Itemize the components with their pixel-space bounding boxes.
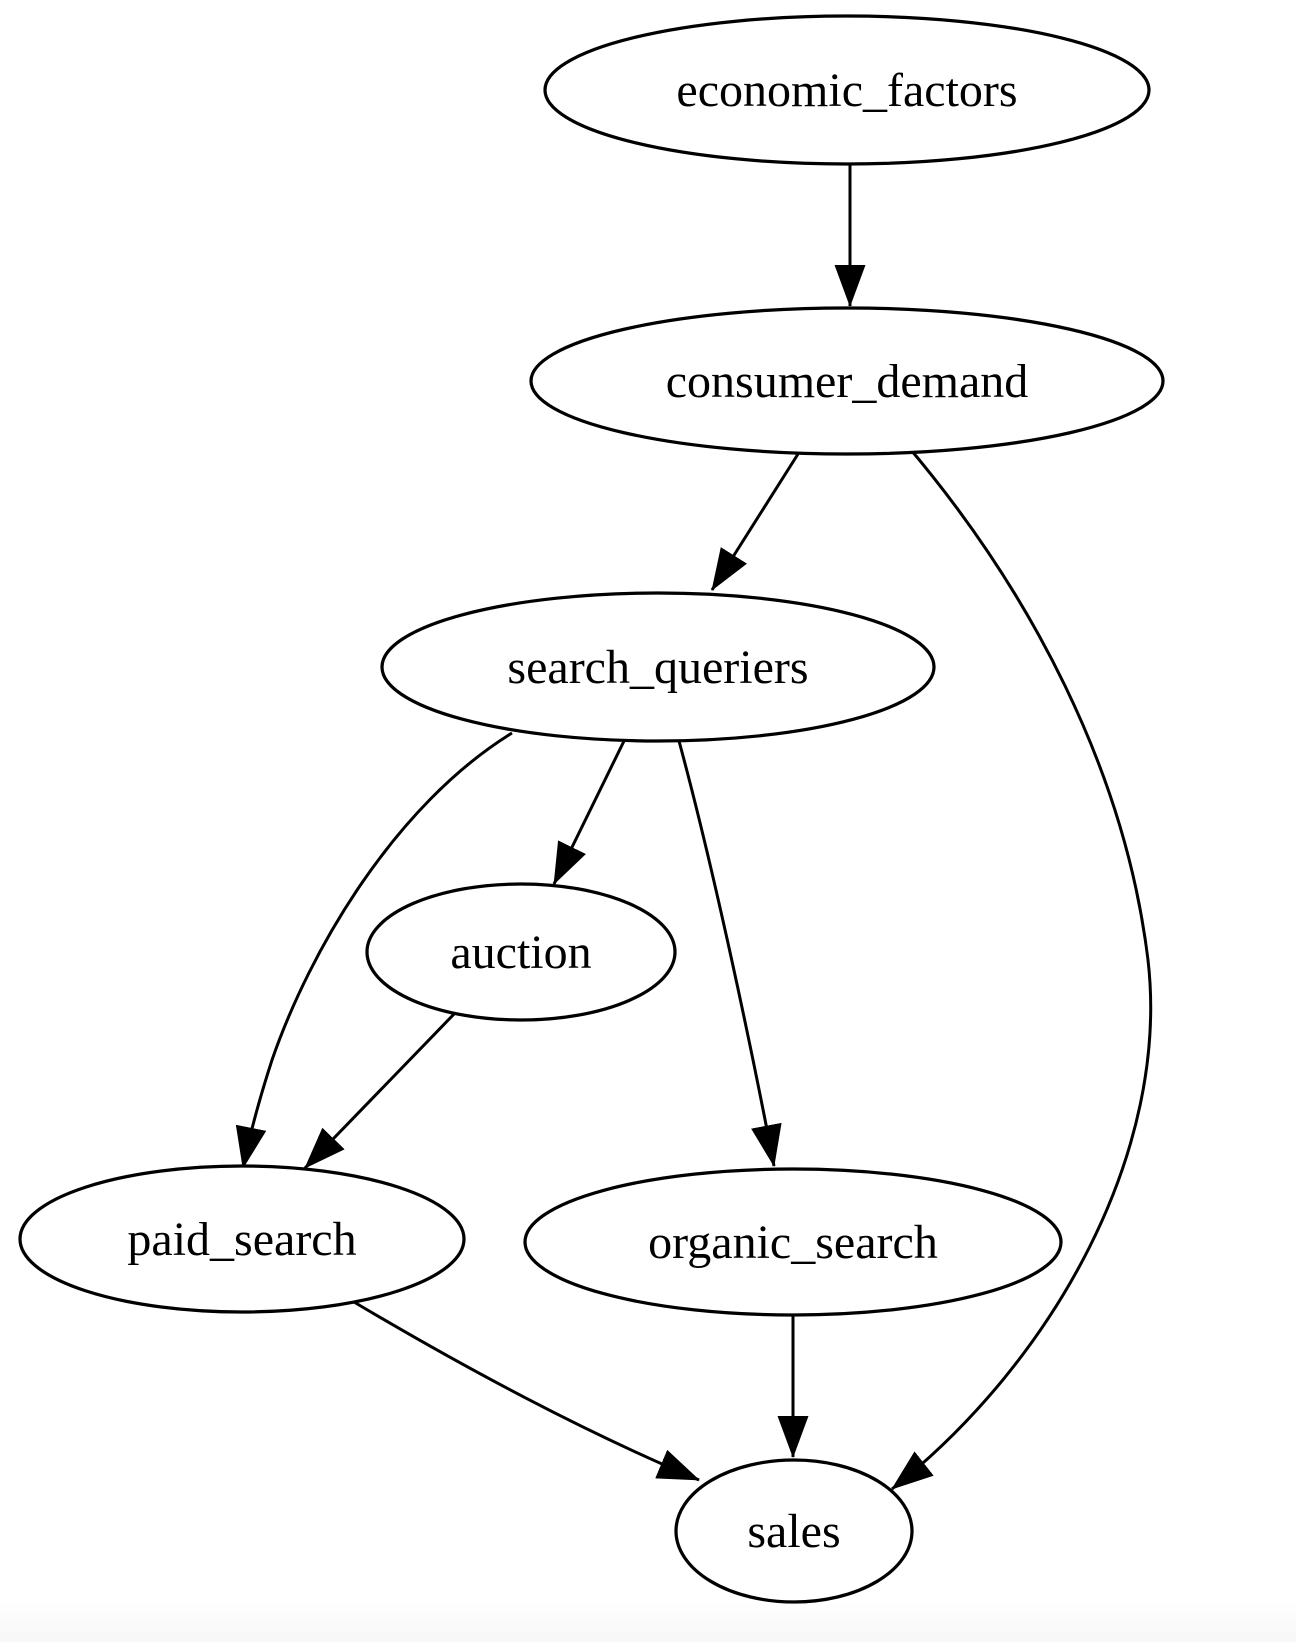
node-auction: auction [365, 882, 677, 1022]
edge-search-queriers-to-organic-search [677, 740, 782, 1167]
edge-consumer-demand-to-sales [891, 443, 1153, 1491]
node-search-queriers: search_queriers [380, 591, 936, 743]
edge-auction-to-paid-search [303, 1010, 458, 1170]
node-ellipse [529, 306, 1165, 456]
node-label: economic_factors [676, 64, 1017, 117]
node-label: auction [450, 926, 591, 979]
node-label: organic_search [648, 1216, 938, 1269]
node-paid-search: paid_search [18, 1164, 466, 1314]
node-sales: sales [674, 1458, 914, 1604]
node-ellipse [18, 1164, 466, 1314]
node-ellipse [543, 14, 1151, 166]
node-ellipse [523, 1167, 1063, 1317]
node-label: paid_search [127, 1213, 356, 1266]
edge-paid-search-to-sales [353, 1300, 700, 1482]
edge-search-queriers-to-auction [552, 740, 626, 885]
edge-search-queriers-to-paid-search [235, 731, 513, 1169]
node-ellipse [365, 882, 677, 1022]
node-label: search_queriers [507, 641, 808, 694]
node-organic-search: organic_search [523, 1167, 1063, 1317]
node-consumer-demand: consumer_demand [529, 306, 1165, 456]
edge-consumer-demand-to-search-queriers [710, 453, 800, 591]
edge-layer [235, 164, 1153, 1491]
node-ellipse [380, 591, 936, 743]
node-layer: economic_factors consumer_demand search_… [18, 14, 1165, 1604]
node-label: sales [747, 1505, 840, 1558]
node-label: consumer_demand [666, 355, 1029, 408]
node-economic-factors: economic_factors [543, 14, 1151, 166]
